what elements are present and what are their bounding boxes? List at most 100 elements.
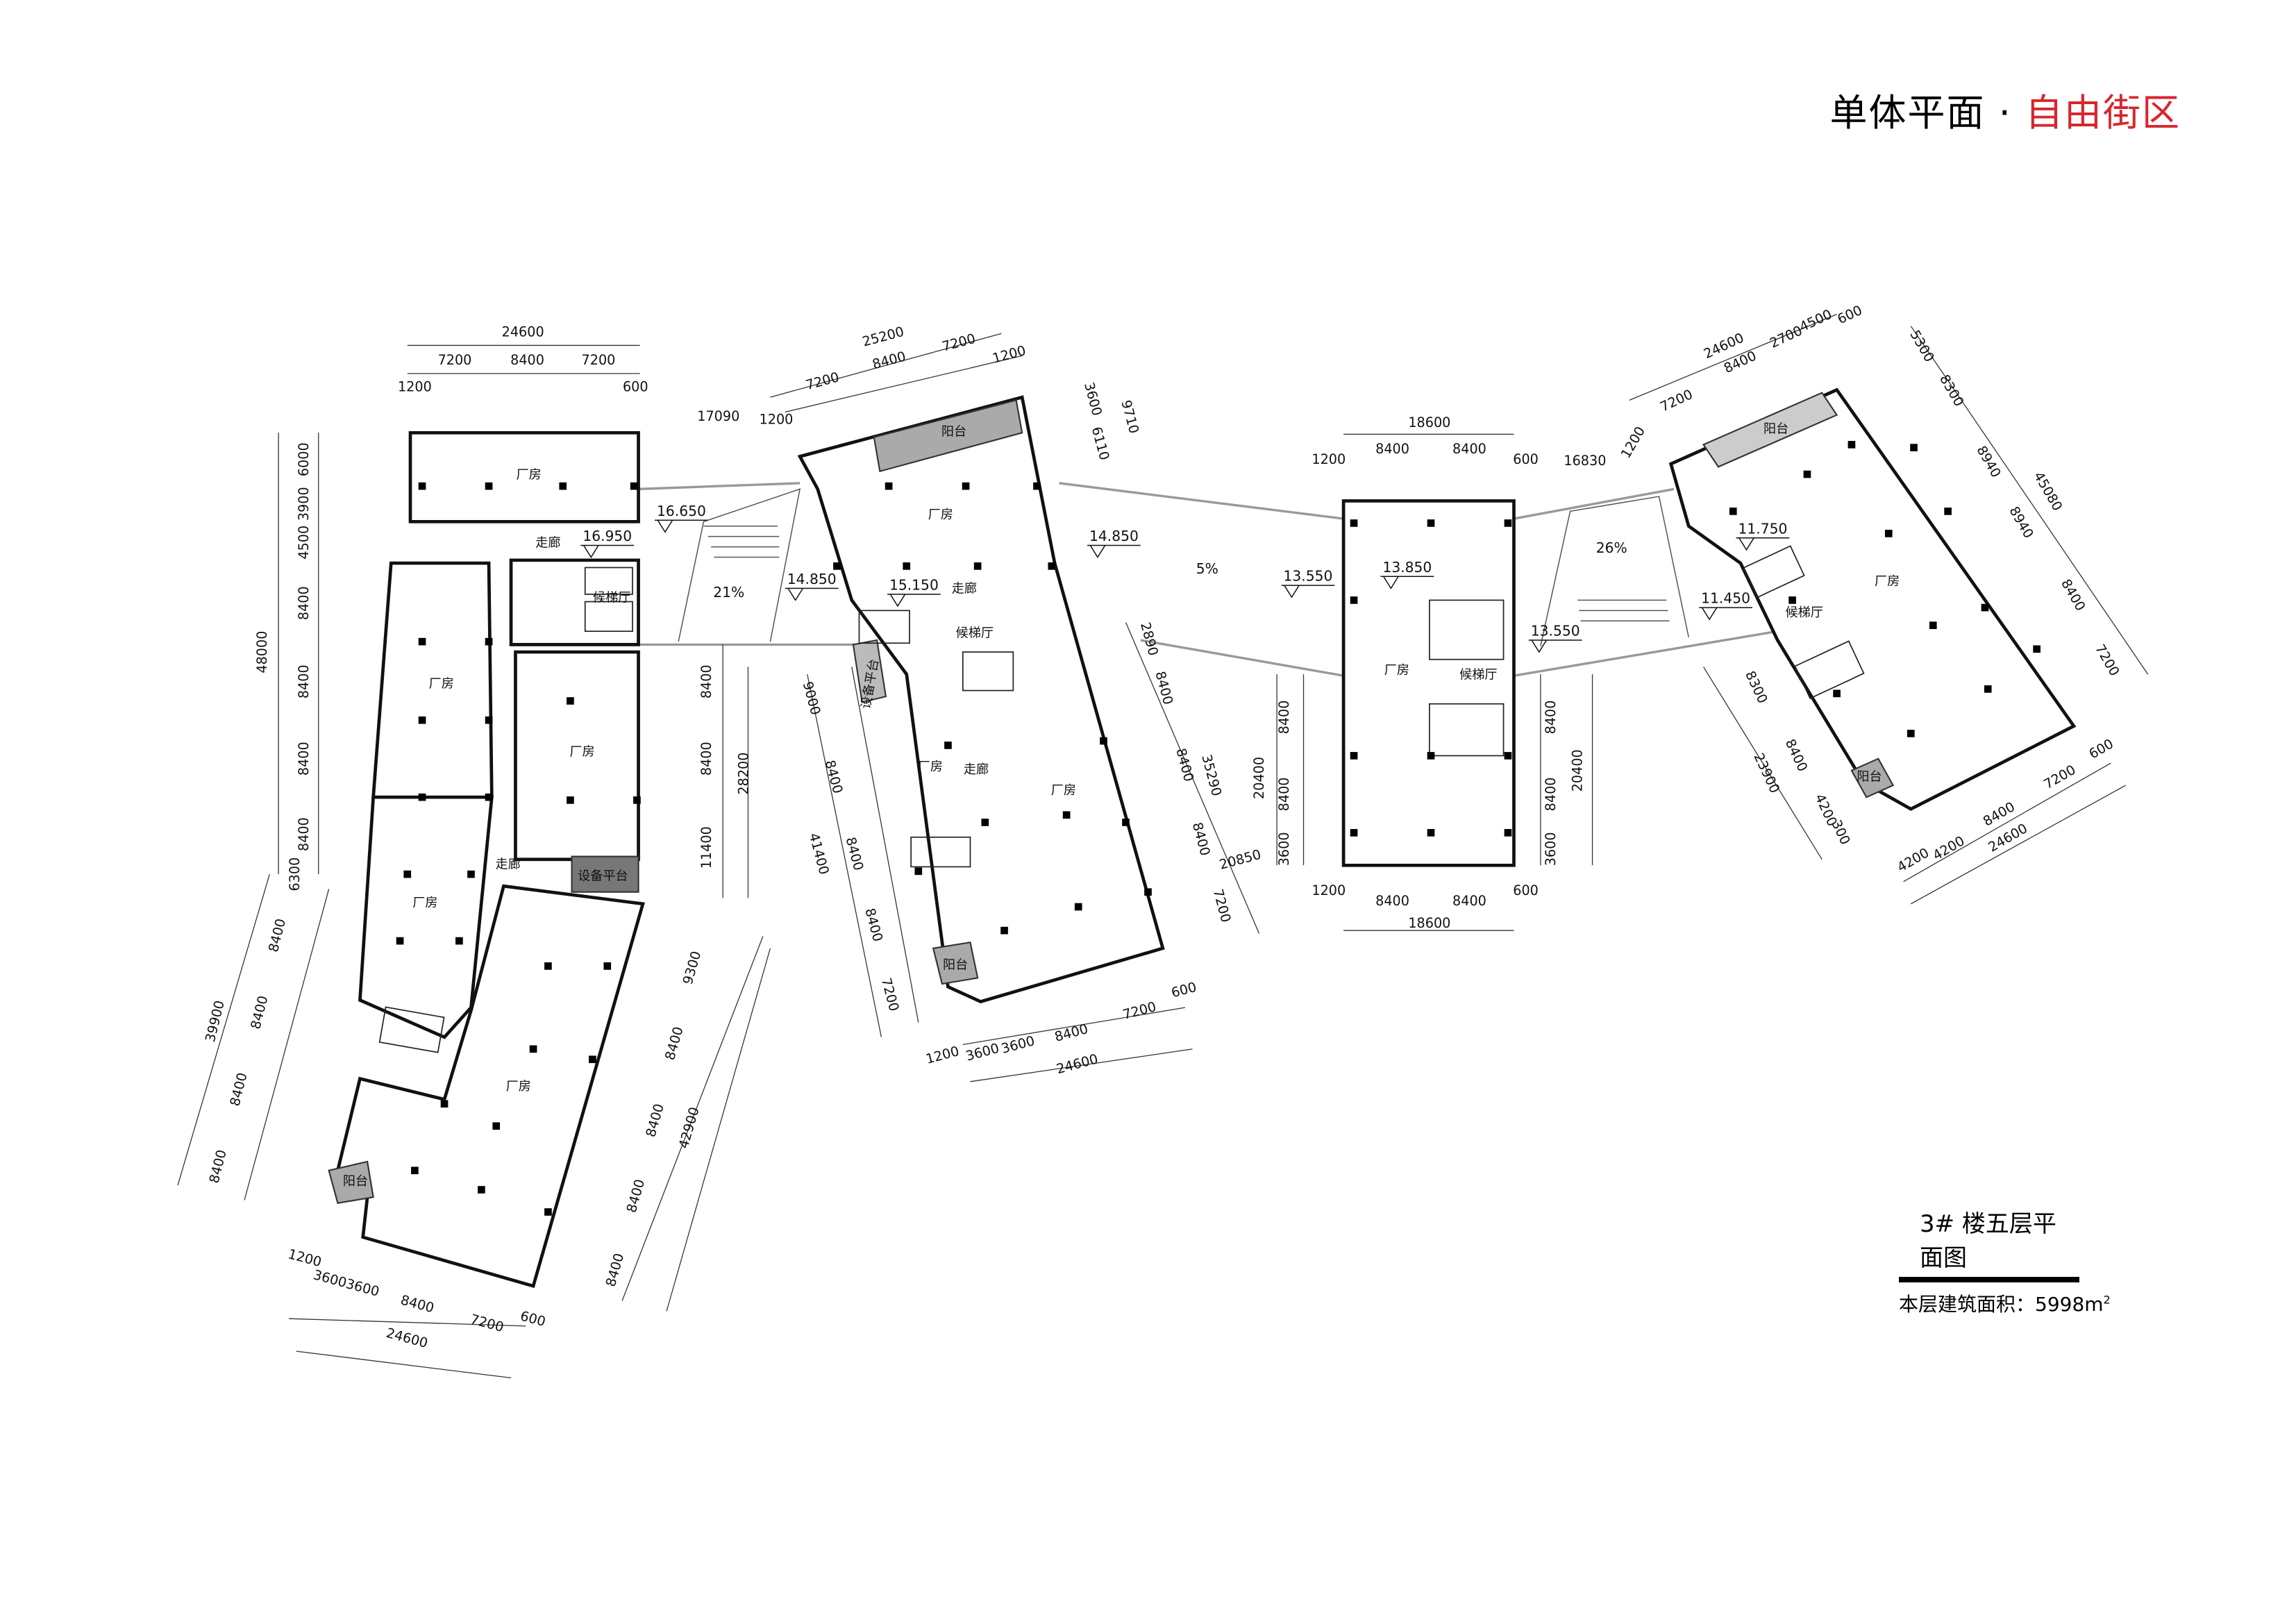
column: [1350, 829, 1358, 837]
dimension-label: 2890: [1137, 621, 1162, 658]
building-2: [797, 395, 1165, 1004]
dimension-label: 3600: [1000, 1032, 1037, 1057]
dimension-label: 8400: [296, 742, 312, 776]
dimension-label: 25200: [861, 324, 906, 350]
dimension-label: 8400: [1375, 441, 1409, 457]
dimension-label: 8400: [603, 1251, 628, 1288]
room-label: 厂房: [412, 896, 437, 910]
room-label: 厂房: [506, 1080, 531, 1094]
room-label: 厂房: [928, 508, 953, 522]
dimension-label: 8400: [296, 664, 312, 698]
dimension-label: 18600: [1408, 915, 1450, 931]
column: [1350, 752, 1358, 760]
column: [1907, 730, 1915, 737]
elevation-triangle-icon: [1281, 585, 1335, 598]
column: [1981, 603, 1989, 612]
dimension-label: 8300: [1936, 372, 1967, 410]
dimension-label: 1200: [760, 412, 794, 428]
column: [1062, 811, 1071, 819]
room-label: 厂房: [517, 467, 542, 482]
column: [1122, 819, 1130, 826]
floor-area-unit-sup: 2: [2103, 1293, 2111, 1307]
dimension-label: 4500: [1797, 306, 1834, 335]
dimension-label: 7200: [582, 352, 616, 368]
column: [630, 482, 638, 490]
dimension-label: 41400: [806, 831, 832, 876]
column: [418, 793, 426, 801]
column: [1504, 829, 1512, 837]
column: [1048, 562, 1056, 570]
elevation-triangle-icon: [580, 544, 635, 558]
column: [544, 962, 552, 970]
dimension-label: 4200: [1930, 832, 1968, 863]
column: [411, 1166, 419, 1175]
dimension-label: 28200: [735, 753, 751, 795]
dimension-line: [1125, 622, 1260, 934]
elevation-mark: 16.950: [583, 528, 632, 544]
dimension-label: 1200: [398, 379, 432, 395]
elevation-mark: 13.850: [1382, 559, 1432, 576]
column: [944, 742, 952, 749]
column: [418, 482, 426, 490]
room-label: 厂房: [1384, 663, 1409, 678]
dimension-label: 7200: [438, 352, 472, 368]
room-label: 候梯厅: [1459, 667, 1497, 682]
dimension-label: 17090: [697, 408, 739, 424]
column: [633, 796, 641, 804]
column: [885, 482, 893, 490]
dimension-label: 3600: [344, 1275, 381, 1300]
elevation-mark: 14.850: [1089, 528, 1139, 544]
dimension-line: [851, 667, 919, 1023]
dimension-label: 24600: [502, 324, 544, 340]
sheet-header: 单体平面 · 自由街区: [1829, 82, 2181, 137]
column: [478, 1186, 485, 1194]
dimension-line: [1910, 326, 2149, 675]
dimension-line: [296, 1350, 512, 1379]
dimension-label: 8400: [1452, 441, 1486, 457]
dimension-label: 8400: [1543, 701, 1559, 735]
room-label: 走廊: [964, 762, 989, 777]
column: [1847, 441, 1856, 449]
room-label: 走廊: [496, 857, 521, 872]
column: [396, 937, 404, 945]
column: [1833, 689, 1841, 698]
dimension-label: 8400: [623, 1178, 648, 1214]
room-label: 走廊: [535, 536, 560, 551]
dimension-label: 6000: [296, 442, 312, 476]
dimension-label: 3600: [1276, 832, 1292, 866]
room-label: 阳台: [941, 425, 966, 440]
column: [1427, 829, 1435, 837]
dimension-label: 8400: [698, 742, 714, 776]
bridge-2: [1059, 482, 1344, 677]
dimension-label: 3900: [296, 487, 312, 521]
elevation-mark: 13.550: [1283, 568, 1332, 585]
dimension-label: 7200: [804, 369, 841, 393]
dimension-label: 8400: [698, 664, 714, 698]
bridge-3: [1514, 487, 1778, 677]
dimension-label: 20400: [1251, 757, 1267, 799]
dimension-label: 8400: [1152, 669, 1176, 706]
column: [1350, 519, 1358, 527]
dimension-label: 8940: [2006, 503, 2036, 541]
column: [1929, 621, 1937, 630]
room-label: 候梯厅: [593, 591, 630, 605]
floor-area-text: 本层建筑面积：5998m: [1899, 1293, 2104, 1316]
building-1-southwest: [358, 795, 494, 1039]
elevation-triangle-icon: [655, 519, 708, 533]
header-separator: ·: [1998, 91, 2012, 135]
dimension-label: 4500: [296, 526, 312, 560]
column: [1427, 752, 1435, 760]
column: [1944, 508, 1952, 515]
dimension-label: 600: [1513, 882, 1539, 898]
dimension-label: 9710: [1118, 399, 1142, 435]
dimension-label: 8400: [1452, 893, 1486, 909]
dimension-label: 8400: [1782, 737, 1811, 774]
column: [1910, 444, 1918, 451]
dimension-line: [244, 889, 330, 1200]
dimension-label: 8400: [1276, 701, 1292, 735]
stairs-and-elevators: [378, 545, 1865, 1053]
column: [1729, 508, 1737, 515]
elevation-triangle-icon: [1736, 537, 1790, 551]
dimension-label: 8400: [1980, 798, 2018, 829]
column: [418, 716, 426, 724]
